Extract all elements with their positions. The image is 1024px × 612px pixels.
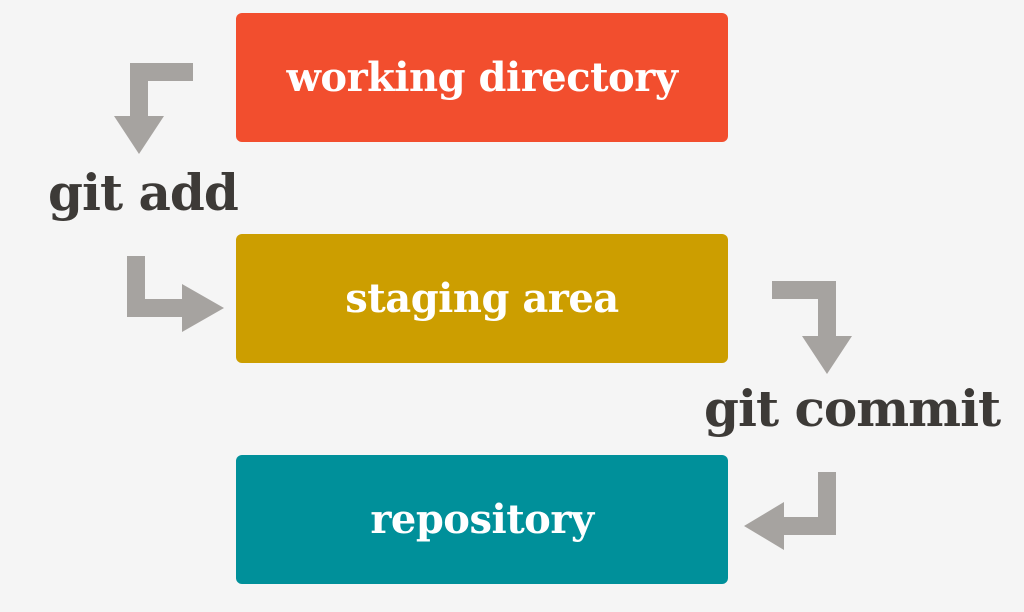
git-commit-label: git commit [704,379,1001,438]
staging-area-label: staging area [345,275,619,322]
git-add-label: git add [48,163,239,222]
working-directory-box: working directory [236,13,728,142]
staging-area-box: staging area [236,234,728,363]
working-directory-label: working directory [286,54,678,101]
repository-label: repository [370,496,594,543]
repository-box: repository [236,455,728,584]
